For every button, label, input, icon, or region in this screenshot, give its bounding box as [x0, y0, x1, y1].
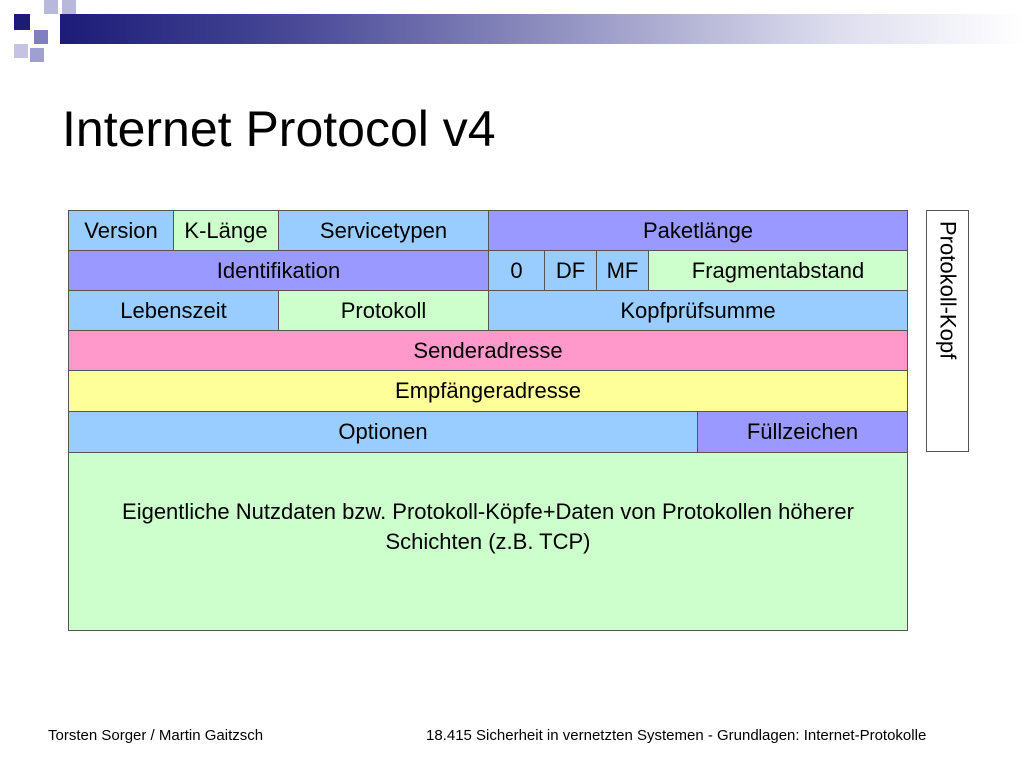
field-ttl: Lebenszeit — [68, 290, 279, 331]
footer-authors: Torsten Sorger / Martin Gaitzsch — [48, 727, 264, 744]
header-bracket-box: Protokoll-Kopf — [926, 210, 969, 452]
slide-title: Internet Protocol v4 — [62, 101, 496, 157]
decorative-square-light — [14, 44, 28, 58]
decorative-square-light — [62, 0, 76, 14]
decorative-square-mid — [34, 30, 48, 44]
ipv4-header-diagram: Version K-Länge Servicetypen Paketlänge … — [68, 210, 908, 631]
field-header-checksum: Kopfprüfsumme — [488, 290, 908, 331]
field-packet-length: Paketlänge — [488, 210, 908, 251]
field-header-length: K-Länge — [173, 210, 279, 251]
header-side-label: Protokoll-Kopf — [935, 221, 961, 360]
decorative-square-navy — [14, 14, 30, 30]
title-gradient-bar — [60, 14, 1024, 44]
field-protocol: Protokoll — [278, 290, 489, 331]
decorative-square-light — [44, 0, 58, 14]
decorative-square-mid — [30, 48, 44, 62]
field-identification: Identifikation — [68, 250, 489, 291]
field-service-types: Servicetypen — [278, 210, 489, 251]
footer-course: 18.415 Sicherheit in vernetzten Systemen… — [426, 727, 927, 744]
field-flag-df: DF — [544, 250, 597, 291]
field-options: Optionen — [68, 411, 698, 453]
field-destination-address: Empfängeradresse — [68, 370, 908, 412]
field-fragment-offset: Fragmentabstand — [648, 250, 908, 291]
field-flag-zero: 0 — [488, 250, 545, 291]
field-padding: Füllzeichen — [697, 411, 908, 453]
field-version: Version — [68, 210, 174, 251]
field-source-address: Senderadresse — [68, 330, 908, 371]
field-flag-mf: MF — [596, 250, 649, 291]
payload-data: Eigentliche Nutzdaten bzw. Protokoll-Köp… — [68, 452, 908, 631]
